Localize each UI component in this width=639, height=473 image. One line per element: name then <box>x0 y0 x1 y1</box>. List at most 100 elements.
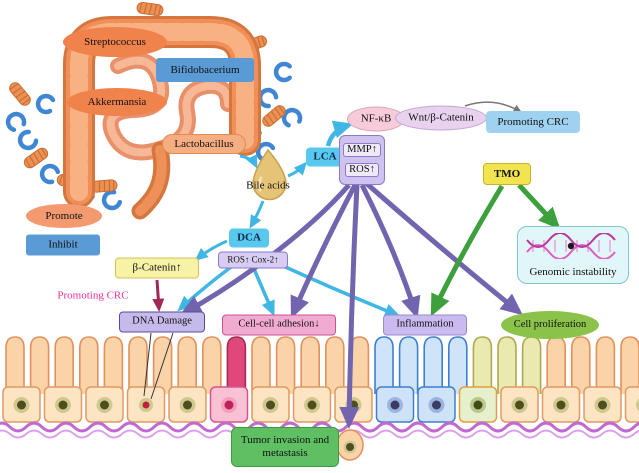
arrow-dca-to-bcatenin <box>194 239 228 261</box>
streptococcus-text: Streptococcus <box>84 35 146 48</box>
label-nfkb: NF-κB <box>347 106 405 132</box>
label-bile-acids: Bile acids <box>246 180 290 193</box>
label-lactobacillus: Lactobacillus <box>162 134 246 154</box>
villus <box>177 336 197 395</box>
dna-helix-icon <box>526 233 616 259</box>
ros-cox2-text: ROS↑ Cox-2↑ <box>227 254 279 265</box>
villus <box>275 336 296 395</box>
cell-cell-adhesion-text: Cell-cell adhesion↓ <box>238 318 320 330</box>
nfkb-text: NF-κB <box>360 112 392 125</box>
villi-row <box>5 336 639 395</box>
villus <box>398 336 419 395</box>
bacterium-crescent-icon <box>276 64 290 80</box>
label-cell-cell-adhesion: Cell-cell adhesion↓ <box>222 314 336 336</box>
inflammation-text: Inflammation <box>396 318 454 330</box>
arrow-gut-to-bile <box>239 154 258 169</box>
cell-proliferation-text: Cell proliferation <box>513 318 587 330</box>
label-akkermansia: Akkermansia <box>67 88 167 116</box>
label-inflammation: Inflammation <box>383 314 467 336</box>
label-cell-proliferation: Cell proliferation <box>501 311 599 339</box>
invading-tumor-cell <box>336 429 364 461</box>
villus <box>79 336 99 395</box>
wnt-text: Wnt/β-Catenin <box>408 111 474 124</box>
epithelial-cell <box>624 386 639 423</box>
villus <box>324 336 345 395</box>
label-lca: LCA <box>306 147 344 167</box>
villus <box>128 336 148 395</box>
villus <box>29 336 50 395</box>
label-promoting-crc-top: Promoting CRC <box>486 111 580 133</box>
label-dca: DCA <box>229 228 269 248</box>
inhibit-text: Inhibit <box>48 238 78 251</box>
arrow-bile-to-lca <box>287 161 307 178</box>
arrow-ros-to-tumor-invasion <box>339 184 360 429</box>
tmo-text: TMO <box>493 167 521 180</box>
bacterium-crescent-icon <box>36 94 53 113</box>
arrow-bile-to-dca <box>249 200 265 229</box>
label-tumor-invasion: Tumor invasion and metastasis <box>231 427 339 467</box>
beta-catenin-text: β-Catenin↑ <box>132 261 182 274</box>
arrow-tmo-to-genomic <box>517 183 561 230</box>
legend-promote: Promote <box>26 204 102 228</box>
arrow-roscox-to-inflammation <box>280 263 401 318</box>
villus <box>620 336 639 395</box>
bacterium-crescent-icon <box>101 190 121 211</box>
arrow-wnt-to-promoting-crc <box>464 101 523 113</box>
arrow-ros-to-proliferation <box>364 181 523 316</box>
mmp-ros-box: MMP↑ ROS↑ <box>339 135 385 185</box>
label-beta-catenin: β-Catenin↑ <box>115 257 199 279</box>
villus <box>546 336 567 395</box>
arrow-roscox-to-adhesion <box>252 268 275 317</box>
villus <box>570 336 591 395</box>
bile-acids-text: Bile acids <box>246 179 290 192</box>
dca-text: DCA <box>237 231 261 244</box>
dna-damage-text: DNA Damage <box>132 315 192 327</box>
label-ros-cox2: ROS↑ Cox-2↑ <box>218 251 288 269</box>
villus <box>423 336 444 395</box>
legend-inhibit: Inhibit <box>26 234 100 256</box>
label-dna-damage: DNA Damage <box>119 311 205 333</box>
bacterium-rod-icon <box>6 79 34 109</box>
promoting-crc-top-text: Promoting CRC <box>497 115 569 128</box>
mmp-label: MMP↑ <box>343 142 381 157</box>
villus <box>595 336 616 395</box>
bacterium-rod-icon <box>135 1 165 17</box>
arrow-lca-to-nfkb <box>325 120 354 147</box>
villus <box>521 336 542 395</box>
membrane-wave <box>0 421 639 433</box>
label-streptococcus: Streptococcus <box>63 27 167 57</box>
genomic-instability-box: Genomic instability <box>517 226 629 284</box>
villus <box>374 336 394 395</box>
label-bifidobacterium: Bifidobacerium <box>156 58 254 82</box>
villus <box>300 336 321 395</box>
lactobacillus-text: Lactobacillus <box>174 137 234 150</box>
bile-drop-icon <box>252 148 287 201</box>
damaged-nucleus <box>142 401 150 409</box>
villus <box>226 336 247 395</box>
label-promoting-crc-left: Promoting CRC <box>57 290 128 303</box>
akkermansia-text: Akkermansia <box>87 95 147 108</box>
arrow-ros-to-adhesion <box>290 183 358 319</box>
pathway-arrows <box>143 101 561 429</box>
bacterium-crescent-icon <box>5 111 26 131</box>
bacterium-crescent-icon <box>39 163 59 184</box>
arrow-tmo-to-inflammation <box>430 184 505 317</box>
villus <box>497 336 517 395</box>
arrow-ros-to-inflammation <box>359 183 421 319</box>
promoting-crc-left-text: Promoting CRC <box>57 289 129 302</box>
villus <box>472 336 493 395</box>
lca-text: LCA <box>313 150 337 163</box>
villus <box>202 336 222 395</box>
ros-label: ROS↑ <box>345 163 379 178</box>
promote-text: Promote <box>45 209 83 222</box>
label-tmo: TMO <box>483 163 531 185</box>
bifidobacterium-text: Bifidobacerium <box>170 63 240 76</box>
villus <box>5 336 25 395</box>
genomic-instability-label: Genomic instability <box>529 266 617 279</box>
epithelial-cell-row <box>2 386 639 423</box>
bacterium-crescent-icon <box>17 130 38 151</box>
villus <box>103 336 124 395</box>
villus <box>447 336 468 395</box>
